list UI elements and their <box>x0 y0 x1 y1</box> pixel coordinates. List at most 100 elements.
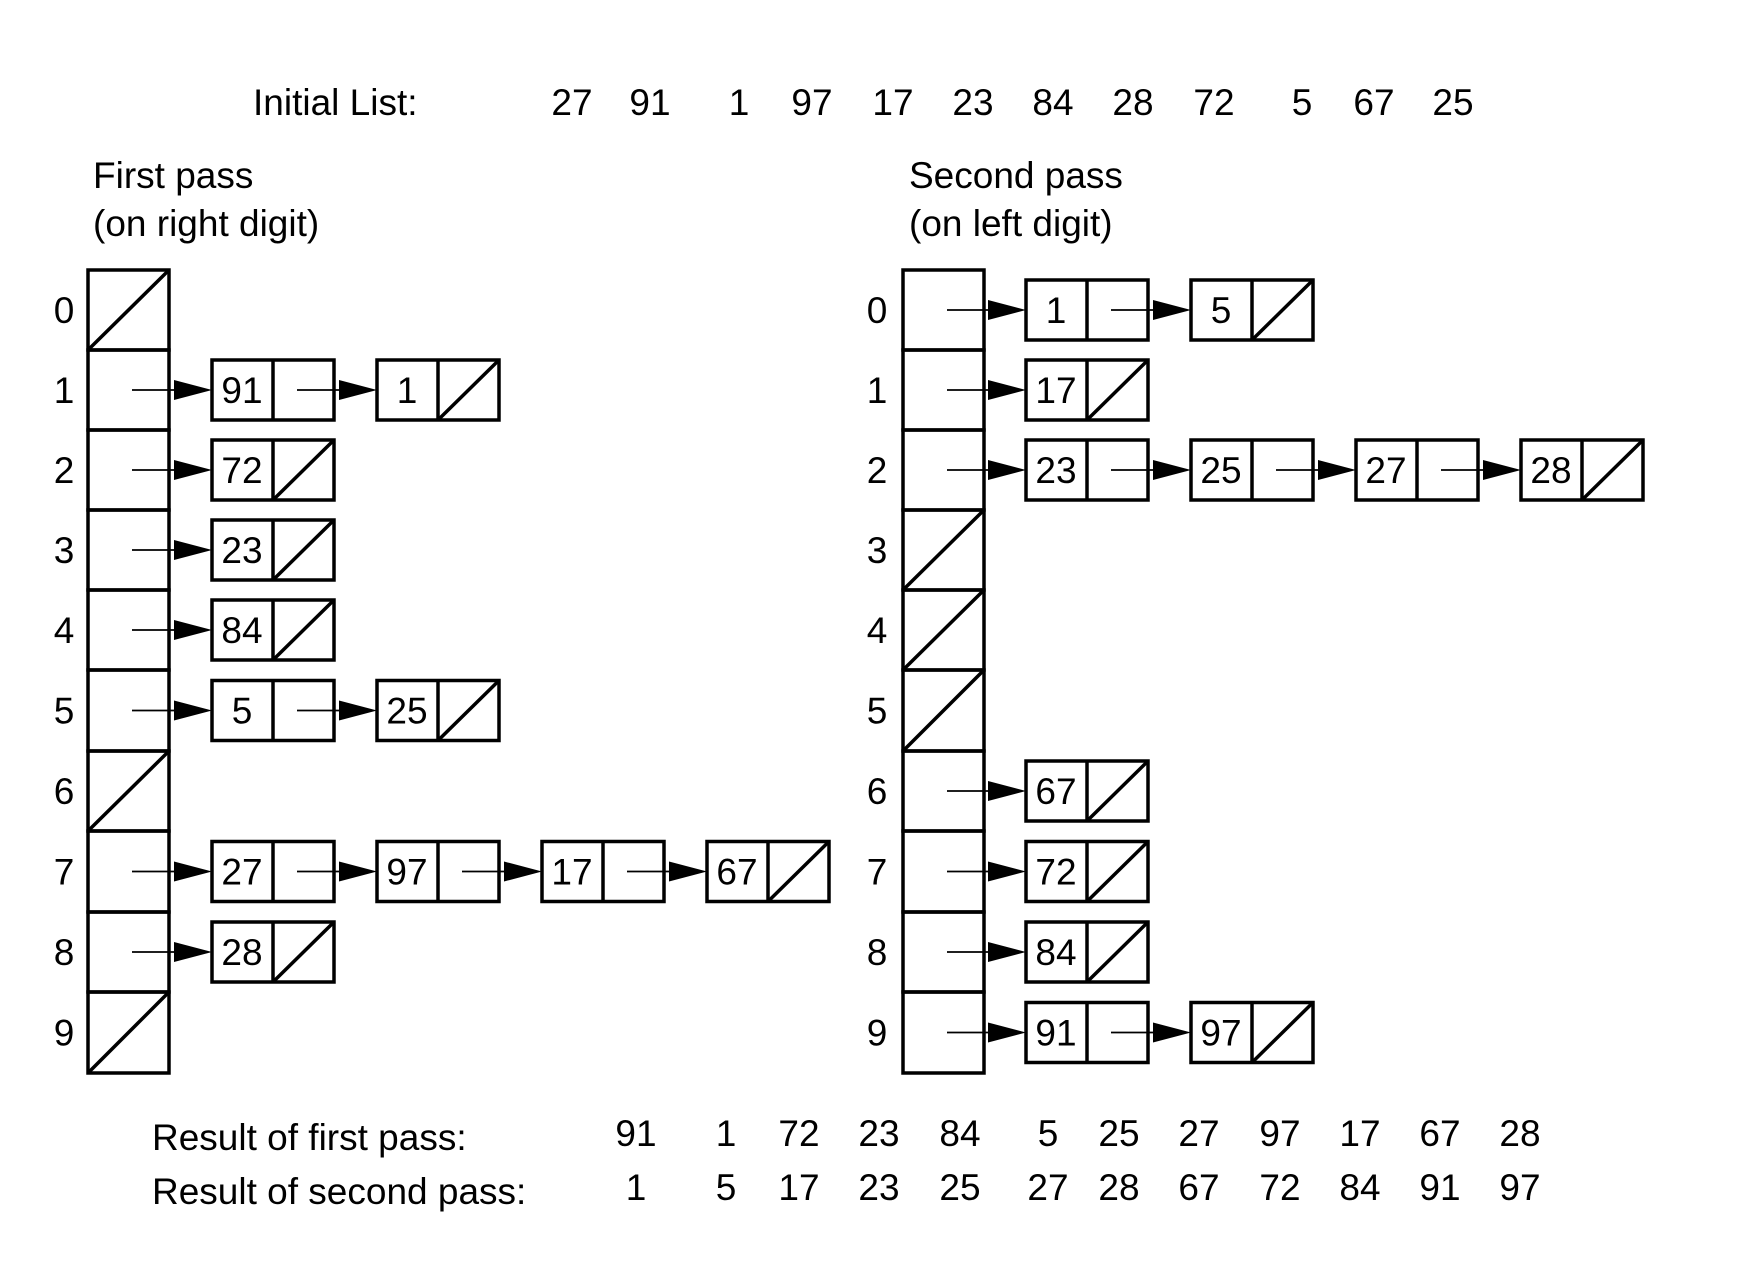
node-value: 67 <box>716 852 757 893</box>
bin-index-label: 7 <box>54 852 75 893</box>
bin-index-label: 6 <box>54 771 75 812</box>
next-pointer-arrow <box>1276 460 1356 480</box>
node-value: 91 <box>221 370 262 411</box>
initial-value-5: 23 <box>952 82 993 123</box>
node-value: 72 <box>1035 852 1076 893</box>
bin-pointer-arrow <box>132 942 212 962</box>
node-value: 27 <box>221 852 262 893</box>
null-slash <box>86 990 171 1075</box>
bin-1: 1 17 <box>867 348 1150 432</box>
bin-index-label: 1 <box>867 370 888 411</box>
node-value: 27 <box>1365 450 1406 491</box>
first-result-value-7: 27 <box>1178 1113 1219 1154</box>
second-result-value-2: 17 <box>778 1167 819 1208</box>
list-node: 5 <box>210 678 377 743</box>
node-value: 67 <box>1035 771 1076 812</box>
next-pointer-arrow <box>627 861 707 882</box>
second-result-value-8: 72 <box>1259 1167 1300 1208</box>
node-value: 72 <box>221 450 262 491</box>
bin-4: 4 <box>867 588 986 672</box>
list-node: 84 <box>210 598 336 662</box>
bin-pointer-arrow <box>132 540 212 560</box>
initial-list-label: Initial List: <box>253 82 418 123</box>
list-node: 1 <box>1024 278 1191 342</box>
node-value: 25 <box>1200 450 1241 491</box>
null-slash <box>271 598 336 662</box>
node-value: 17 <box>1035 370 1076 411</box>
node-value: 28 <box>221 932 262 973</box>
null-slash <box>1085 759 1150 823</box>
node-value: 84 <box>1035 932 1076 973</box>
list-node: 72 <box>1024 839 1150 904</box>
node-value: 28 <box>1530 450 1571 491</box>
list-node: 27 <box>210 839 377 904</box>
bin-index-label: 0 <box>54 290 75 331</box>
list-node: 91 <box>1024 1000 1191 1065</box>
node-value: 1 <box>397 370 418 411</box>
first-pass-title-line2: (on right digit) <box>93 203 319 244</box>
null-slash <box>271 920 336 984</box>
bin-6: 6 <box>54 749 171 833</box>
bin-index-label: 0 <box>867 290 888 331</box>
list-node: 23 <box>210 518 336 582</box>
list-node: 27 <box>1354 438 1521 502</box>
list-node: 25 <box>375 678 501 743</box>
null-slash <box>1250 1001 1315 1064</box>
node-value: 91 <box>1035 1013 1076 1054</box>
next-pointer-arrow <box>1111 300 1191 320</box>
first-pass-title: First pass (on right digit) <box>93 155 319 244</box>
list-node: 17 <box>1024 358 1150 422</box>
bin-slot <box>86 990 171 1075</box>
null-slash <box>271 518 336 582</box>
bin-index-label: 9 <box>867 1013 888 1054</box>
list-node: 67 <box>1024 759 1150 823</box>
next-pointer-arrow <box>1111 460 1191 480</box>
first-result-value-0: 91 <box>615 1113 656 1154</box>
bin-3: 3 <box>867 508 986 592</box>
list-node: 67 <box>705 839 831 904</box>
next-pointer-arrow <box>1111 1022 1191 1043</box>
first-result-value-11: 28 <box>1499 1113 1540 1154</box>
second-result-value-5: 27 <box>1027 1167 1068 1208</box>
bin-pointer-arrow <box>947 781 1026 801</box>
first-result-value-2: 72 <box>778 1113 819 1154</box>
initial-value-3: 97 <box>791 82 832 123</box>
bin-index-label: 3 <box>867 530 888 571</box>
null-slash <box>1250 278 1315 342</box>
null-slash <box>1085 920 1150 984</box>
initial-value-8: 72 <box>1193 82 1234 123</box>
first-result-value-6: 25 <box>1098 1113 1139 1154</box>
node-value: 23 <box>221 530 262 571</box>
second-result-value-10: 91 <box>1419 1167 1460 1208</box>
bin-pointer-arrow <box>132 700 212 721</box>
next-pointer-arrow <box>462 861 542 882</box>
bin-pointer-arrow <box>947 942 1026 962</box>
second-result-label: Result of second pass: <box>152 1171 526 1212</box>
initial-value-11: 25 <box>1432 82 1473 123</box>
first-result-value-8: 97 <box>1259 1113 1300 1154</box>
null-slash <box>436 679 501 742</box>
bin-index-label: 7 <box>867 852 888 893</box>
second-result-value-11: 97 <box>1499 1167 1540 1208</box>
bin-index-label: 2 <box>867 450 888 491</box>
second-pass-title-line2: (on left digit) <box>909 203 1113 244</box>
bin-index-label: 5 <box>867 691 888 732</box>
null-slash <box>1580 438 1645 502</box>
bin-index-label: 8 <box>867 932 888 973</box>
first-result-value-4: 84 <box>939 1113 980 1154</box>
bin-7: 7 72 <box>867 829 1150 914</box>
node-value: 5 <box>232 691 253 732</box>
second-result-value-3: 23 <box>858 1167 899 1208</box>
null-slash <box>1085 358 1150 422</box>
